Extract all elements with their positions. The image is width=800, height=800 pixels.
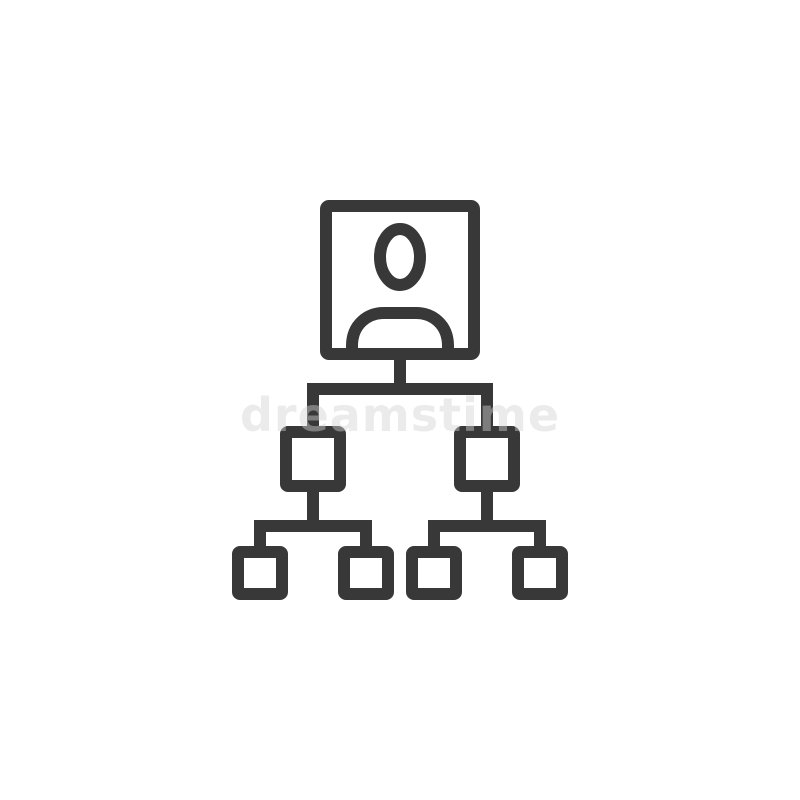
level3-node-3 [406,546,462,600]
profile-box [320,200,480,360]
level3-node-2 [338,546,394,600]
level3-node-4 [512,546,568,600]
level1-connectors [307,354,493,428]
person-head-icon [374,223,426,291]
level2-node-left [280,426,346,492]
level2-connectors [254,486,546,549]
level2-node-right [454,426,520,492]
person-shoulders-icon [346,307,454,354]
level3-node-1 [232,546,288,600]
